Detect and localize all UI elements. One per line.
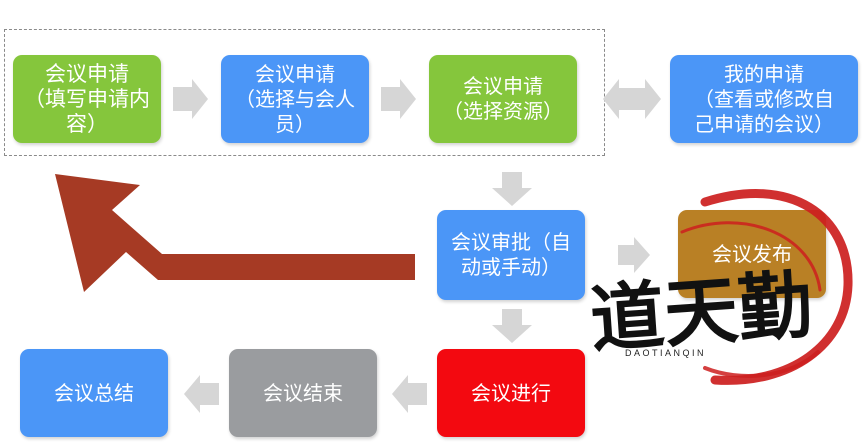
node-participants-line2: （选择与会人 — [235, 86, 355, 111]
node-approval-line2: 动或手动） — [461, 255, 561, 279]
node-my-apps-line3: 己申请的会议） — [694, 111, 834, 136]
node-summary: 会议总结 — [20, 349, 168, 437]
node-my-apps-line1: 我的申请 — [724, 61, 804, 86]
application-group-frame — [4, 29, 605, 156]
arrow-double — [603, 79, 661, 119]
node-summary-label: 会议总结 — [54, 380, 134, 405]
return-arrow — [55, 174, 415, 292]
node-resources-line2: （选择资源） — [443, 99, 563, 123]
node-apply-select-participants: 会议申请 （选择与会人 员） — [221, 55, 369, 143]
watermark-ring-inner — [680, 221, 822, 292]
arrow-left-2 — [184, 375, 219, 413]
node-participants-line1: 会议申请 — [255, 61, 335, 86]
arrow-left-1 — [392, 375, 427, 413]
arrow-down-2 — [492, 309, 532, 343]
watermark-subtext: DAOTIANQIN — [625, 348, 706, 358]
node-approval-line1: 会议审批（自 — [451, 230, 571, 254]
watermark-ring-tail — [703, 350, 820, 378]
arrow-right-3 — [618, 237, 650, 273]
node-apply-select-resources: 会议申请 （选择资源） — [429, 55, 577, 143]
node-in-progress-label: 会议进行 — [471, 380, 551, 405]
arrow-right-2 — [381, 79, 416, 119]
node-resources-line1: 会议申请 — [463, 74, 543, 98]
node-approval: 会议审批（自 动或手动） — [437, 210, 585, 300]
node-ended-label: 会议结束 — [263, 380, 343, 405]
arrow-down-1 — [492, 172, 532, 206]
node-my-apps-line2: （查看或修改自 — [694, 86, 834, 111]
node-apply-fill-line1: 会议申请 — [45, 61, 129, 86]
node-apply-fill: 会议申请 （填写申请内 容） — [13, 55, 161, 143]
node-participants-line3: 员） — [275, 111, 315, 136]
node-apply-fill-line2: （填写申请内 — [24, 86, 150, 111]
node-my-applications: 我的申请 （查看或修改自 己申请的会议） — [670, 55, 858, 143]
arrow-right-1 — [173, 79, 208, 119]
watermark-text: 道天勤 — [587, 262, 814, 363]
node-ended: 会议结束 — [229, 349, 377, 437]
node-publish-label: 会议发布 — [712, 241, 792, 266]
node-apply-fill-line3: 容） — [66, 111, 108, 136]
node-in-progress: 会议进行 — [437, 349, 585, 437]
